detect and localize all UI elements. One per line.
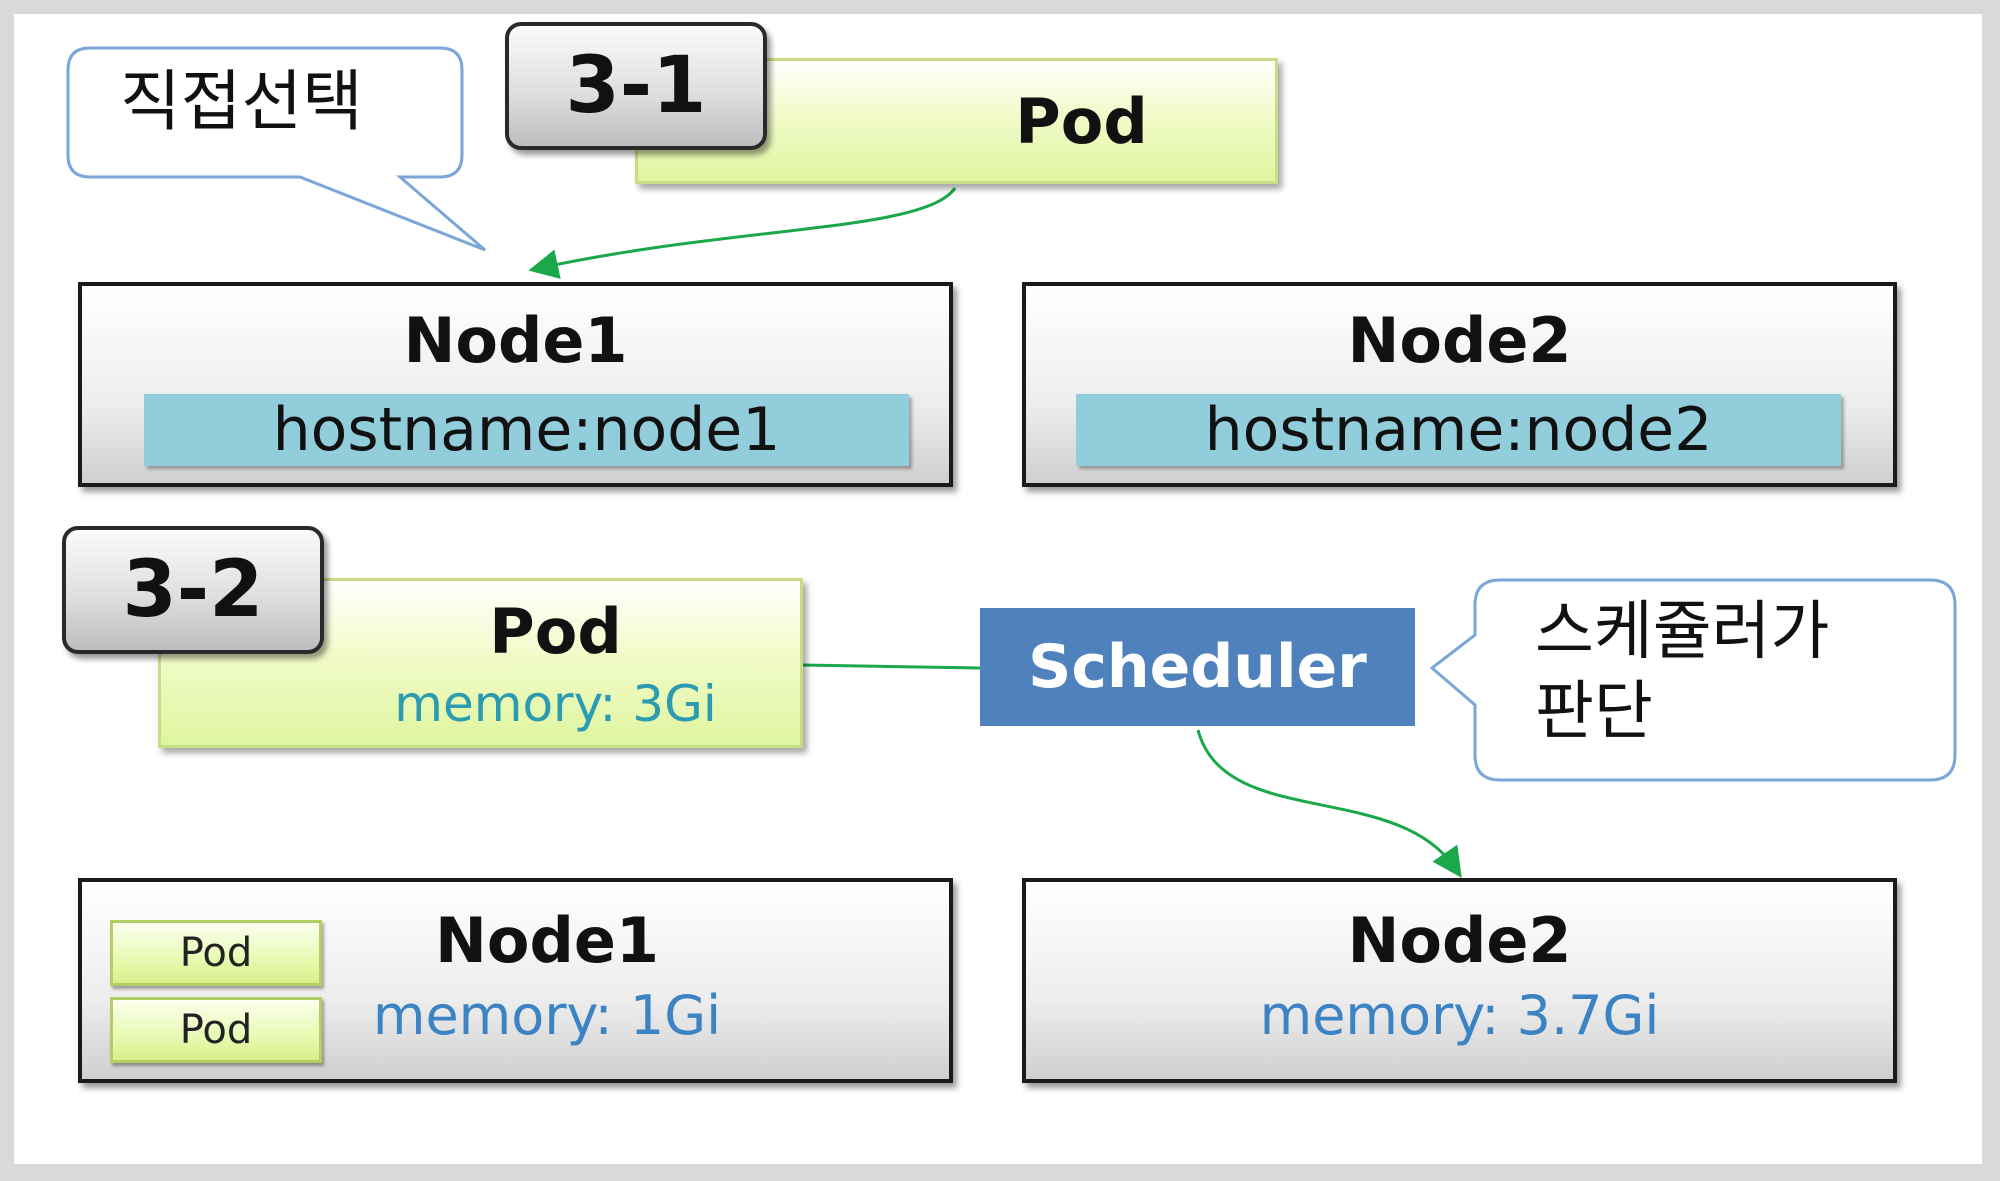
node2-3-2: Node2 memory: 3.7Gi xyxy=(1022,878,1897,1083)
callout-scheduler-line2: 판단 xyxy=(1535,675,1653,749)
node1-hostname-label: hostname:node1 xyxy=(144,394,909,466)
pod-3-2-label: Pod xyxy=(489,595,622,668)
node1-memory: memory: 1Gi xyxy=(372,984,722,1047)
callout-direct-select-shape xyxy=(66,46,486,252)
pod-3-2: Pod memory: 3Gi xyxy=(158,578,803,748)
node1-pod-2: Pod xyxy=(110,997,322,1063)
node1-3-2: Pod Pod Node1 memory: 1Gi xyxy=(78,878,953,1083)
tag-3-2: 3-2 xyxy=(62,526,324,654)
callout-direct-select-text: 직접선택 xyxy=(120,63,363,140)
node1-3-1: Node1 hostname:node1 xyxy=(78,282,953,487)
callout-scheduler-decides-text: 스케쥴러가 판단 xyxy=(1535,592,1829,752)
node2-3-2-title: Node2 xyxy=(1347,904,1572,977)
scheduler-box: Scheduler xyxy=(980,608,1415,726)
connector-pod-to-node1 xyxy=(528,187,957,279)
node2-memory: memory: 3.7Gi xyxy=(1259,984,1660,1047)
callout-scheduler-line1: 스케쥴러가 xyxy=(1535,595,1830,669)
callout-scheduler-decides-shape xyxy=(1429,578,1957,782)
node1-3-1-title: Node1 xyxy=(403,304,628,377)
connector-pod-to-scheduler xyxy=(801,663,981,670)
node2-3-1: Node2 hostname:node2 xyxy=(1022,282,1897,487)
node1-3-2-title: Node1 xyxy=(434,904,660,977)
pod-3-1-label: Pod xyxy=(1015,84,1148,158)
node2-3-1-title: Node2 xyxy=(1347,304,1572,377)
node1-pod-1: Pod xyxy=(110,920,322,986)
pod-3-2-memory: memory: 3Gi xyxy=(394,675,717,733)
tag-3-1: 3-1 xyxy=(505,22,767,150)
connector-scheduler-to-node2 xyxy=(1196,729,1462,878)
node2-hostname-label: hostname:node2 xyxy=(1076,394,1841,466)
